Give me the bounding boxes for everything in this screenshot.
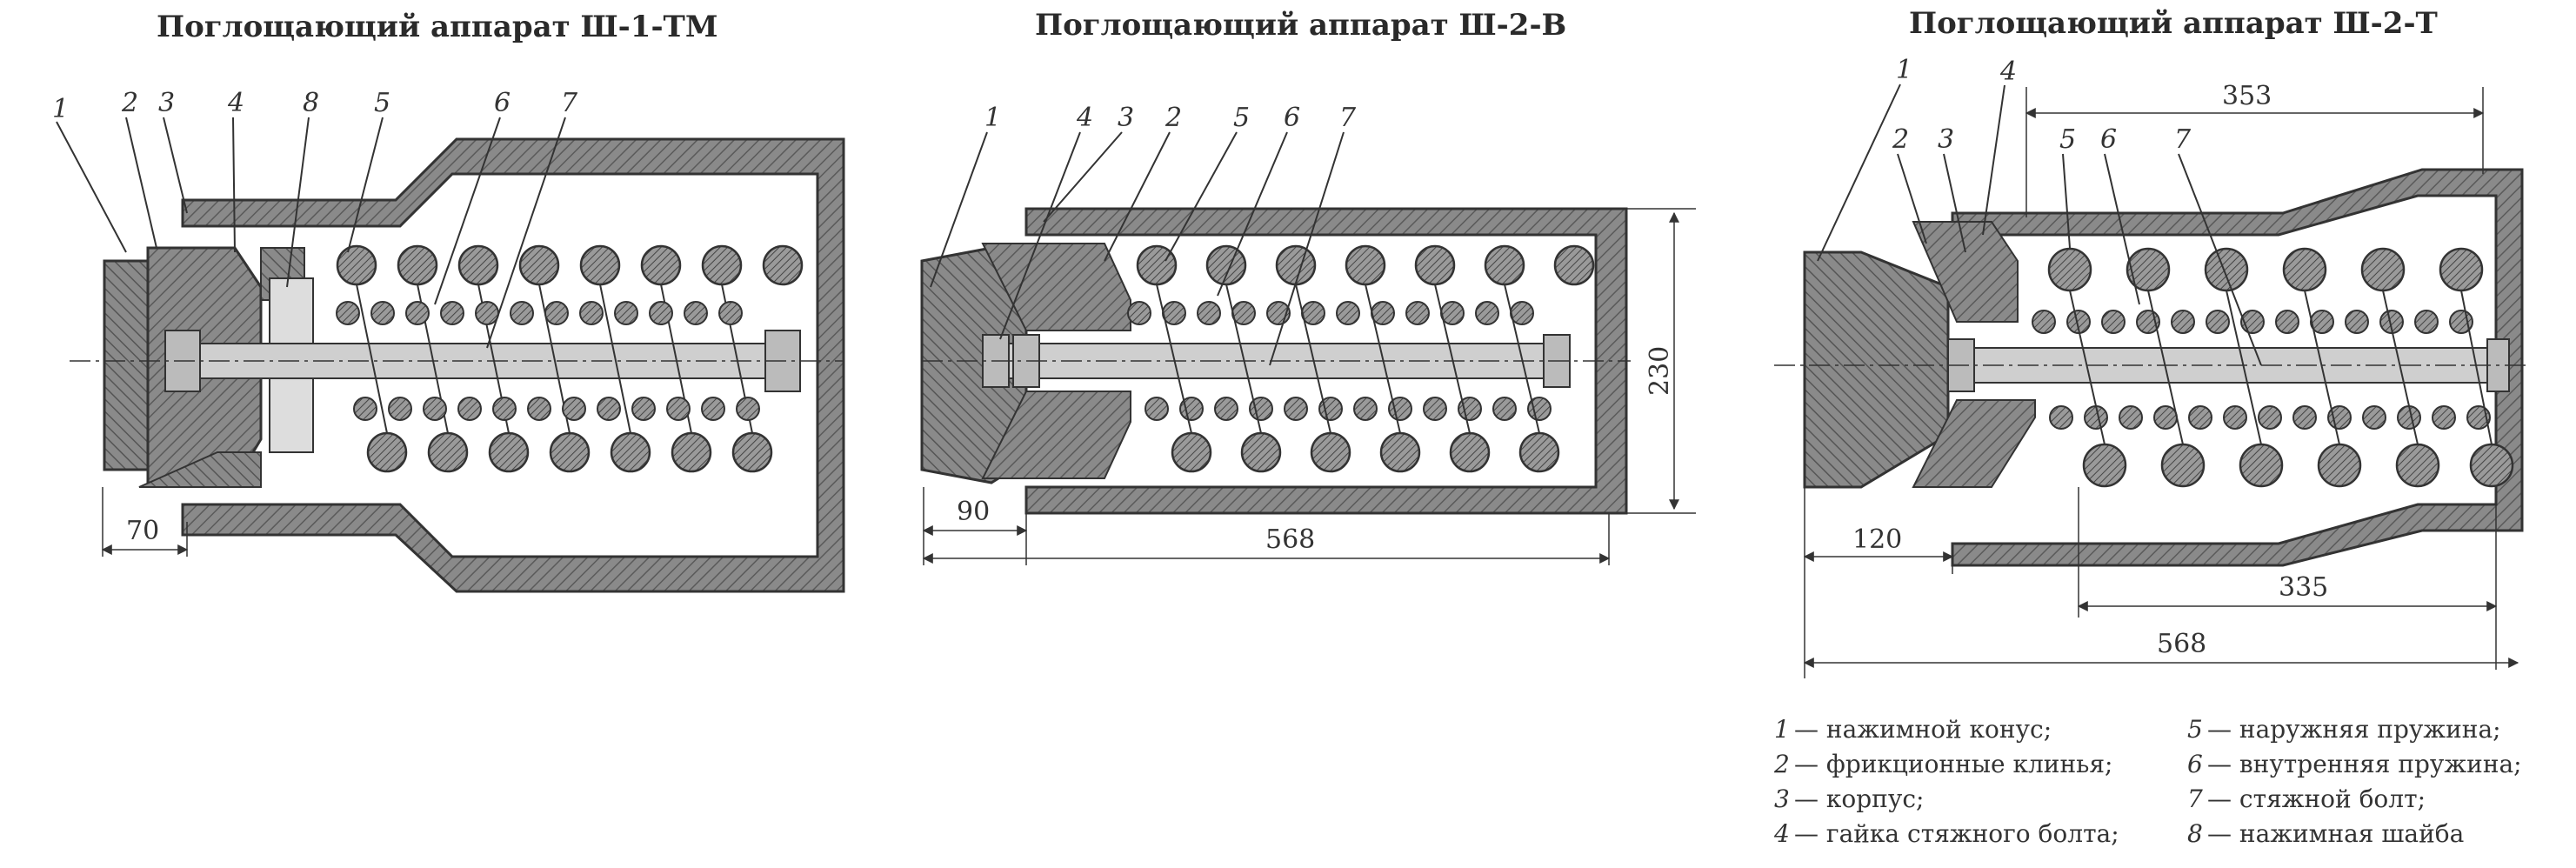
title-left: Поглощающий аппарат Ш-1-ТМ <box>157 10 718 44</box>
legend-item-2: 2 — фрикционные клинья; <box>1773 750 2112 778</box>
dim-right-568: 568 <box>2157 629 2206 659</box>
legend-item-1: 1 — нажимной конус; <box>1774 715 2052 744</box>
dim-left-70: 70 <box>126 516 159 546</box>
callout-left-4: 4 <box>227 88 244 118</box>
callout-left-3: 3 <box>158 88 175 118</box>
callout-right-1: 1 <box>1896 55 1912 85</box>
housing-left <box>181 137 845 593</box>
callout-middle-4: 4 <box>1076 103 1093 133</box>
callout-left-6: 6 <box>494 88 511 118</box>
legend-item-3: 3 — корпус; <box>1774 785 1924 813</box>
callout-middle-1: 1 <box>984 103 1001 133</box>
callout-right-3: 3 <box>1938 124 1954 155</box>
legend-text-3: — корпус; <box>1794 785 1924 813</box>
callout-right-5: 5 <box>2059 124 2076 155</box>
callout-right-6: 6 <box>2100 124 2117 155</box>
dim-middle-230: 230 <box>1645 346 1675 396</box>
legend-text-6: — внутренняя пружина; <box>2207 750 2522 778</box>
dim-middle-90: 90 <box>957 497 990 527</box>
legend-num-2: 2 <box>1773 750 1790 778</box>
callout-middle-3: 3 <box>1118 103 1134 133</box>
legend-num-6: 6 <box>2187 750 2203 778</box>
callout-left-8: 8 <box>303 88 319 118</box>
legend-item-5: 5 — наружняя пружина; <box>2187 715 2501 744</box>
legend-num-1: 1 <box>1774 715 1790 744</box>
legend-item-7: 7 — стяжной болт; <box>2187 785 2426 813</box>
legend-text-8: — нажимная шайба <box>2207 819 2464 848</box>
legend-num-3: 3 <box>1774 785 1790 813</box>
callout-right-2: 2 <box>1892 124 1909 155</box>
dim-middle-568: 568 <box>1265 524 1315 555</box>
callout-right-7: 7 <box>2174 124 2192 155</box>
callout-middle-5: 5 <box>1233 103 1250 133</box>
legend: 1 — нажимной конус; 2 — фрикционные клин… <box>1773 715 2522 848</box>
legend-text-5: — наружняя пружина; <box>2207 715 2501 744</box>
callouts-left: 1 2 3 4 8 5 6 7 <box>52 88 578 124</box>
callout-middle-6: 6 <box>1284 103 1300 133</box>
legend-text-2: — фрикционные клинья; <box>1794 750 2112 778</box>
callout-left-7: 7 <box>561 88 578 118</box>
legend-item-4: 4 — гайка стяжного болта; <box>1773 819 2119 848</box>
legend-item-6: 6 — внутренняя пружина; <box>2187 750 2522 778</box>
callout-left-5: 5 <box>374 88 390 118</box>
apparatus-sh2t: 1 4 2 3 5 6 7 353 120 335 568 <box>1774 55 2531 678</box>
dim-right-353: 353 <box>2222 81 2272 111</box>
cone-right <box>1803 250 1950 489</box>
dim-right-120: 120 <box>1852 524 1902 555</box>
legend-num-4: 4 <box>1773 819 1790 848</box>
housing-right <box>1951 168 2524 567</box>
callout-left-2: 2 <box>121 88 138 118</box>
legend-num-5: 5 <box>2187 715 2203 744</box>
dim-right-335: 335 <box>2279 572 2328 603</box>
callout-middle-7: 7 <box>1339 103 1357 133</box>
legend-text-1: — нажимной конус; <box>1794 715 2052 744</box>
legend-num-8: 8 <box>2187 819 2203 848</box>
callouts-middle: 1 4 3 2 5 6 7 <box>984 103 1357 133</box>
title-middle: Поглощающий аппарат Ш-2-В <box>1035 8 1566 43</box>
callout-left-1: 1 <box>52 94 69 124</box>
legend-num-7: 7 <box>2187 785 2203 813</box>
callout-middle-2: 2 <box>1165 103 1182 133</box>
apparatus-sh2v: 1 4 3 2 5 6 7 90 568 230 <box>920 103 1696 565</box>
legend-text-7: — стяжной болт; <box>2207 785 2426 813</box>
legend-item-8: 8 — нажимная шайба <box>2187 819 2464 848</box>
callouts-right: 1 4 2 3 5 6 7 <box>1892 55 2192 155</box>
apparatus-sh1tm: 1 2 3 4 8 5 6 7 70 <box>52 88 845 593</box>
callout-right-4: 4 <box>1999 57 2017 87</box>
legend-text-4: — гайка стяжного болта; <box>1794 819 2119 848</box>
title-right: Поглощающий аппарат Ш-2-Т <box>1909 6 2438 41</box>
